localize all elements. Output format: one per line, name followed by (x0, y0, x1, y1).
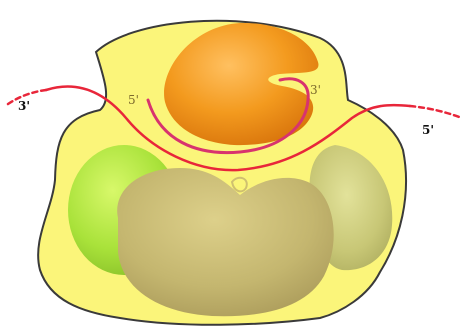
label-left-3prime: 3' (18, 99, 30, 113)
tan-subunit (117, 168, 334, 316)
label-inner-3prime: 3' (310, 83, 321, 97)
label-inner-5prime: 5' (128, 93, 139, 107)
label-right-5prime: 5' (422, 123, 434, 137)
red-strand-right-extension (410, 106, 462, 118)
